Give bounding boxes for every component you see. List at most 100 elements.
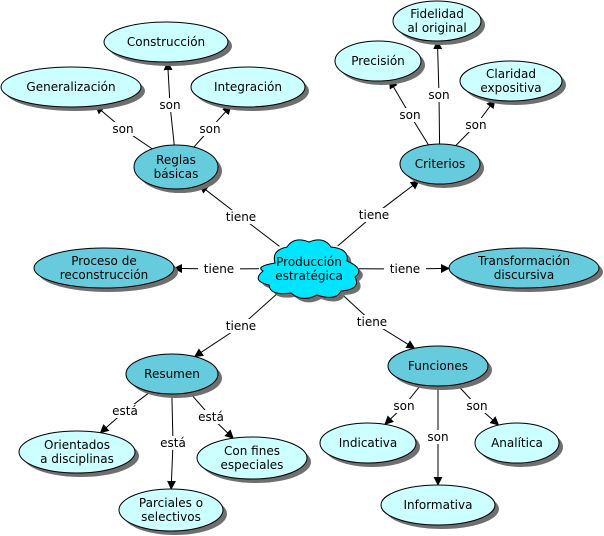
node-label: expositiva [480,81,541,95]
node-ellipse [196,436,308,480]
concept-node-funciones[interactable]: Funciones [387,345,492,390]
node-ellipse [0,66,142,108]
link-label-background [462,118,490,132]
node-label: selectivos [141,510,201,524]
node-label: reconstrucción [60,268,149,282]
link-label-background [463,399,491,413]
link-label-background [220,210,262,224]
concept-node-generalizacion[interactable]: Generalización [0,66,145,111]
node-label: Claridad [486,67,536,81]
node-label: Reglas [156,153,196,167]
node-label: Generalización [26,80,115,94]
link-criterios-fidelidad [433,40,443,145]
connector-arrow [433,40,443,96]
link-label: son [424,430,452,444]
node-label: Producción [276,255,342,269]
node-label: a disciplinas [40,452,114,466]
node-ellipse [459,60,563,102]
node-ellipse [334,40,422,82]
link-label-text: tiene [357,315,387,329]
node-label: estratégica [275,269,343,283]
link-label-text: tiene [204,262,234,276]
link-label-text: está [198,410,224,424]
node-ellipse [399,143,481,185]
node-ellipse [103,21,229,63]
link-label: son [109,122,137,136]
link-label-background [196,122,224,136]
node-ellipse [18,430,136,474]
node-ellipse [392,0,482,42]
node-label: Criterios [415,157,466,171]
link-label-background [424,430,452,444]
link-label: son [196,122,224,136]
link-label-text: son [199,122,220,136]
node-ellipse [33,247,175,289]
node-ellipse [118,488,224,532]
concept-node-precision[interactable]: Precisión [334,40,425,85]
node-ellipse [133,144,219,190]
concept-node-informativa[interactable]: Informativa [380,484,499,529]
node-label: Indicativa [339,436,398,450]
concept-node-resumen[interactable]: Resumen [125,353,222,398]
connector-line [438,94,441,145]
node-ellipse [380,484,496,526]
node-label: Transformación [477,254,570,268]
link-label: está [155,436,191,450]
node-label: Analítica [491,436,543,450]
link-label-background [107,404,143,418]
link-label: son [425,88,453,102]
concept-node-analitica[interactable]: Analítica [474,422,563,467]
link-label-background [396,108,424,122]
link-label: son [396,108,424,122]
link-label-background [156,98,184,112]
link-label-text: son [393,399,414,413]
link-label: tiene [220,319,262,333]
link-label-text: son [427,430,448,444]
link-label-background [198,262,240,276]
connector-arrow [166,442,176,490]
node-label: Proceso de [71,254,136,268]
node-label: Informativa [404,498,473,512]
concept-node-criterios[interactable]: Criterios [399,143,484,188]
link-label-background [353,208,395,222]
link-label: son [463,399,491,413]
link-label-text: tiene [359,208,389,222]
link-label: tiene [384,262,426,276]
cloud-shape [257,239,360,299]
link-label: tiene [351,315,393,329]
link-label: tiene [220,210,262,224]
link-label: tiene [198,262,240,276]
node-ellipse [474,422,560,464]
link-label-background [390,399,418,413]
connector-line [171,393,174,444]
connector-arrow [163,61,173,106]
link-label-text: son [399,108,420,122]
node-label: Construcción [127,35,205,49]
node-ellipse [125,353,219,395]
link-label: son [390,399,418,413]
link-label-text: son [112,122,133,136]
concept-node-integracion[interactable]: Integración [190,66,309,111]
link-label: son [156,98,184,112]
concept-node-indicativa[interactable]: Indicativa [319,422,420,467]
node-label: Parciales o [139,496,203,510]
link-label-text: son [428,88,449,102]
concept-node-construccion[interactable]: Construcción [103,21,232,66]
link-label-text: está [112,404,138,418]
link-label-background [384,262,426,276]
node-ellipse [319,422,417,464]
link-label: está [107,404,143,418]
node-label: Fidelidad [410,7,464,21]
node-label: básicas [154,167,199,181]
link-label-background [155,436,191,450]
